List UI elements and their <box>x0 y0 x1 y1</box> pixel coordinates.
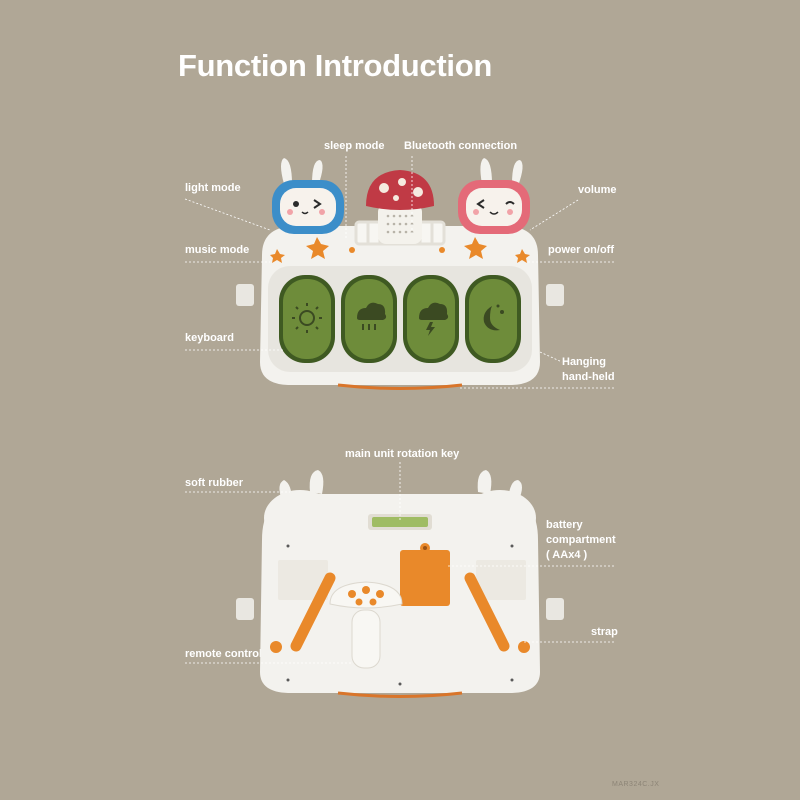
bluetooth-button <box>439 247 445 253</box>
power-button[interactable] <box>515 249 530 263</box>
mushroom-remote[interactable] <box>329 581 403 669</box>
label-rotation-key: main unit rotation key <box>345 448 460 460</box>
label-battery-1: battery <box>546 519 583 531</box>
label-hanging-1: Hanging <box>562 356 606 368</box>
label-sleep-mode: sleep mode <box>324 140 385 152</box>
page-title: Function Introduction <box>178 48 492 83</box>
rotation-key[interactable] <box>372 517 428 527</box>
rain-cloud-icon <box>357 302 387 330</box>
strap-left <box>290 572 336 652</box>
moon-stars-icon <box>483 304 504 331</box>
strap-right <box>464 572 510 652</box>
key-storm[interactable] <box>403 275 459 363</box>
battery-compartment <box>400 550 450 606</box>
label-power: power on/off <box>548 244 614 256</box>
back-side-hook-right <box>546 598 564 620</box>
sun-icon <box>292 303 322 333</box>
side-hook-right <box>546 284 564 306</box>
pink-bunny-volume-button[interactable] <box>458 158 530 263</box>
blue-bunny-light-button[interactable] <box>272 158 344 263</box>
label-battery-2: compartment <box>546 534 616 546</box>
bottom-orange-strip <box>337 383 463 390</box>
sleep-mode-button <box>349 247 355 253</box>
bottom-leader-lines <box>185 462 615 664</box>
storm-cloud-icon <box>419 302 449 336</box>
label-bluetooth: Bluetooth connection <box>404 140 518 152</box>
key-tray <box>268 266 532 372</box>
label-remote: remote control <box>185 648 263 660</box>
watermark: MAR324C.JX <box>612 781 660 788</box>
key-moon[interactable] <box>465 275 521 363</box>
front-device <box>236 158 564 390</box>
label-battery-3: ( AAx4 ) <box>546 549 588 561</box>
key-rain[interactable] <box>341 275 397 363</box>
music-mode-button[interactable] <box>270 249 285 263</box>
back-device <box>236 470 564 698</box>
side-hook-left <box>236 284 254 306</box>
mushroom-speaker <box>366 170 434 244</box>
label-strap: strap <box>591 626 618 638</box>
top-leader-lines <box>184 156 615 389</box>
label-hanging-2: hand-held <box>562 371 615 383</box>
label-light-mode: light mode <box>185 182 241 194</box>
label-music-mode: music mode <box>185 244 250 256</box>
label-volume: volume <box>578 184 617 196</box>
key-sun[interactable] <box>279 275 335 363</box>
back-side-hook-left <box>236 598 254 620</box>
label-keyboard: keyboard <box>185 332 234 344</box>
label-soft-rubber: soft rubber <box>185 477 244 489</box>
